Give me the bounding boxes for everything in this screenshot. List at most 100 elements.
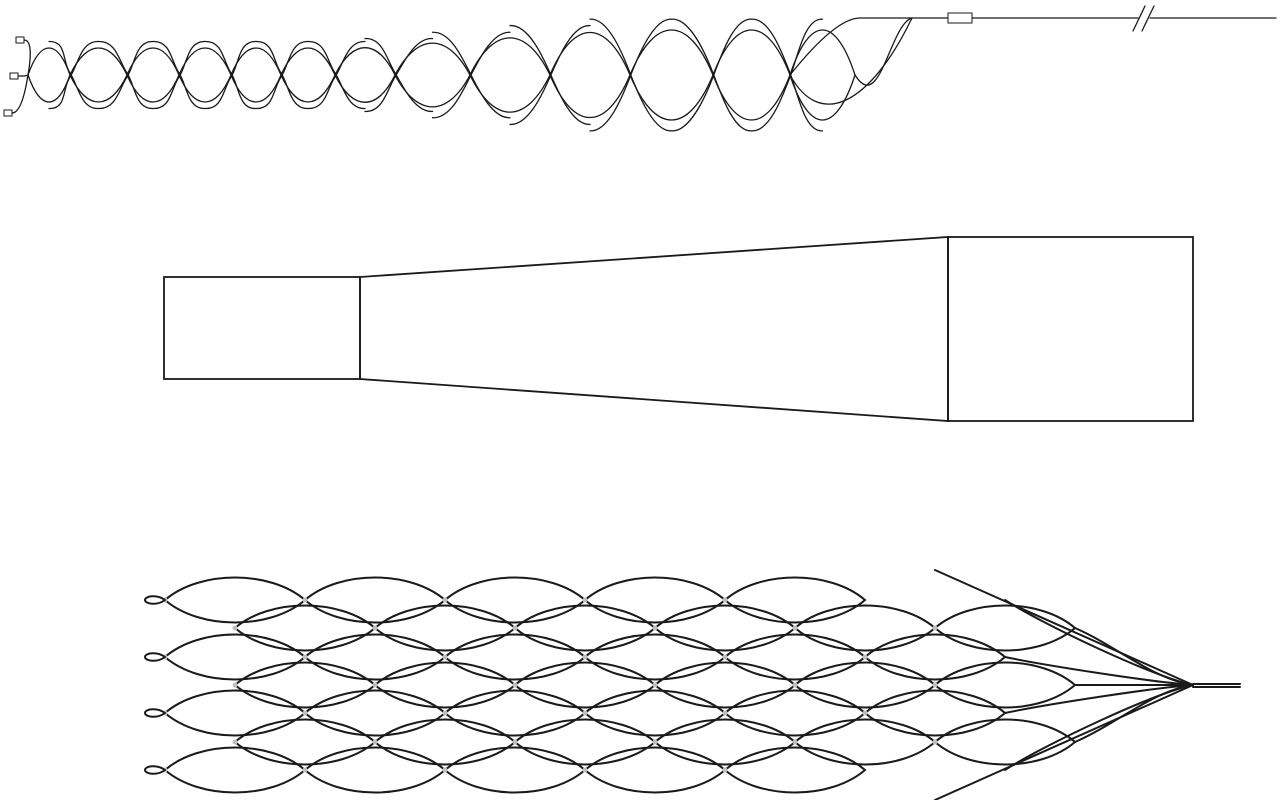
mesh-cell xyxy=(373,604,517,652)
cell-junction xyxy=(722,654,728,660)
tapered-outline-panel xyxy=(163,236,1194,422)
loop-end xyxy=(143,595,166,605)
mesh-strand-lower xyxy=(469,74,551,113)
mesh-strand-lower xyxy=(394,74,471,108)
mesh-cell xyxy=(163,633,307,681)
loop-end xyxy=(143,652,166,662)
cell-junction xyxy=(792,682,798,688)
cell-junction xyxy=(232,739,238,745)
cell-junction xyxy=(932,739,938,745)
loop-end xyxy=(143,708,166,718)
mesh-strand-lower xyxy=(334,74,396,103)
cell-junction xyxy=(652,682,658,688)
mesh-strand-upper xyxy=(230,47,282,76)
mesh-strand-cross xyxy=(364,37,434,113)
mesh-strand-cross xyxy=(670,18,753,132)
cell-junction xyxy=(582,767,588,773)
mesh-cell xyxy=(793,604,937,652)
cell-junction xyxy=(372,625,378,631)
mesh-cell xyxy=(583,576,727,624)
proximal-taper-lower xyxy=(854,17,913,86)
mesh-cell xyxy=(863,633,1007,681)
mesh-cell xyxy=(443,633,587,681)
cell-junction xyxy=(372,739,378,745)
cell-junction xyxy=(442,710,448,716)
mesh-cell xyxy=(233,604,377,652)
distal-lead-wire xyxy=(11,74,29,114)
mesh-strand-lower xyxy=(178,74,232,103)
mesh-strand-upper xyxy=(280,47,336,76)
cell-junction xyxy=(372,682,378,688)
proximal-taper-upper xyxy=(789,17,913,76)
mesh-strand-lower xyxy=(549,74,631,118)
mesh-strand-cross xyxy=(255,40,309,110)
mesh-cell xyxy=(303,746,447,794)
cell-junction xyxy=(512,682,518,688)
mesh-cell xyxy=(723,576,867,624)
mesh-cell xyxy=(723,689,867,737)
cell-junction xyxy=(302,597,308,603)
cell-junction xyxy=(862,654,868,660)
cell-junction xyxy=(652,739,658,745)
proximal-cylinder xyxy=(163,276,361,380)
tip-edge-upper xyxy=(934,569,1194,686)
mesh-cell xyxy=(513,661,657,709)
mesh-strand-cross xyxy=(431,31,511,119)
cell-junction xyxy=(862,710,868,716)
mesh-strand-lower xyxy=(69,74,128,103)
mesh-strand-lower xyxy=(230,74,282,103)
cell-junction xyxy=(442,654,448,660)
mesh-strand-cross xyxy=(97,40,154,110)
cell-junction xyxy=(792,625,798,631)
break-mark xyxy=(1132,5,1146,32)
mesh-strand-upper xyxy=(69,47,128,76)
cell-junction xyxy=(932,682,938,688)
flat-cell-pattern-panel xyxy=(143,569,1241,800)
mesh-cell xyxy=(303,576,447,624)
mesh-cell xyxy=(443,576,587,624)
mesh-cell xyxy=(303,689,447,737)
mesh-strand-cross xyxy=(589,18,673,132)
conical-section xyxy=(359,236,949,422)
mesh-cell xyxy=(303,633,447,681)
mesh-strand-cross xyxy=(48,40,100,110)
proximal-marker-band xyxy=(947,12,973,24)
distal-marker xyxy=(9,72,19,80)
mesh-cell xyxy=(583,689,727,737)
mesh-cell xyxy=(653,604,797,652)
mesh-strand-upper xyxy=(178,47,232,76)
cell-junction xyxy=(302,654,308,660)
mesh-strand-cross xyxy=(364,37,434,113)
mesh-cell xyxy=(583,633,727,681)
cell-junction xyxy=(582,654,588,660)
mesh-strand-upper xyxy=(469,37,551,76)
mesh-cell xyxy=(163,576,307,624)
loop-end xyxy=(143,765,166,775)
cell-junction xyxy=(792,739,798,745)
mesh-strand-lower xyxy=(712,74,791,121)
mesh-cell xyxy=(653,661,797,709)
mesh-strand-cross xyxy=(152,40,206,110)
cell-junction xyxy=(582,597,588,603)
tip-strut xyxy=(1004,684,1194,714)
cell-junction xyxy=(302,710,308,716)
mesh-strand-upper xyxy=(712,29,791,76)
mesh-cell xyxy=(933,661,1077,709)
mesh-cell xyxy=(513,718,657,766)
mesh-strand-cross xyxy=(255,40,309,110)
cell-junction xyxy=(932,625,938,631)
cell-junction xyxy=(582,710,588,716)
braided-mesh-panel xyxy=(3,5,1277,132)
mesh-cell xyxy=(653,718,797,766)
cell-junction xyxy=(442,767,448,773)
mesh-strand-cross xyxy=(204,40,257,110)
distal-cylinder xyxy=(947,236,1194,422)
proximal-taper-lower xyxy=(789,17,913,105)
mesh-strand-lower xyxy=(629,74,714,121)
tip-edge-lower xyxy=(934,684,1194,800)
cell-junction xyxy=(302,767,308,773)
cell-junction xyxy=(652,625,658,631)
mesh-strand-upper xyxy=(394,42,471,76)
mesh-strand-cross xyxy=(509,24,591,126)
